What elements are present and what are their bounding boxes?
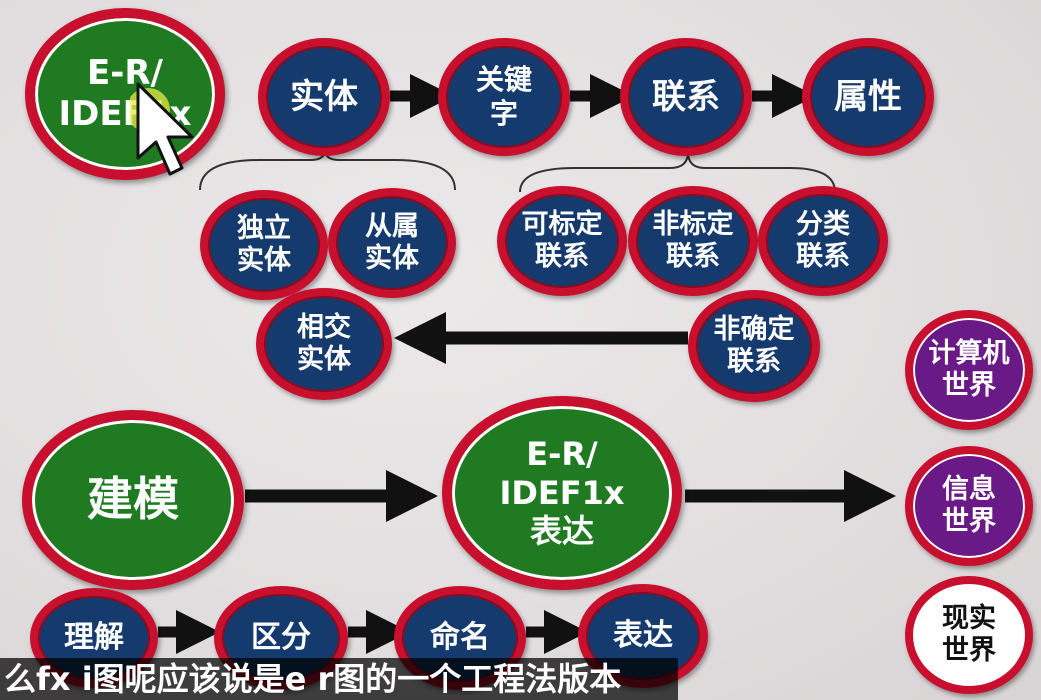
- video-subtitle: 么fx i图呢应该说是e r图的一个工程法版本: [0, 658, 678, 700]
- independent-entity-node: 独立 实体: [200, 190, 328, 300]
- reality-world-node: 现实 世界: [905, 576, 1033, 694]
- dependent-entity-label: 从属 实体: [365, 210, 419, 274]
- dependent-entity-node: 从属 实体: [328, 188, 456, 298]
- intersection-entity-node: 相交 实体: [256, 288, 392, 400]
- information-world-node: 信息 世界: [905, 446, 1033, 566]
- key-label: 关键 字: [475, 63, 532, 130]
- non-identifying-relation-label: 非标定 联系: [652, 208, 734, 272]
- relation-node: 联系: [620, 38, 752, 156]
- independent-entity-label: 独立 实体: [237, 212, 291, 276]
- non-specific-relation-node: 非确定 联系: [688, 290, 820, 402]
- mouse-cursor-icon: [126, 80, 200, 184]
- non-specific-relation-label: 非确定 联系: [713, 313, 795, 377]
- attribute-node: 属性: [802, 38, 934, 156]
- understand-label: 理解: [64, 620, 124, 655]
- categorization-relation-node: 分类 联系: [758, 186, 888, 296]
- modeling-node: 建模: [22, 410, 244, 590]
- reality-world-label: 现实 世界: [942, 602, 996, 666]
- attribute-label: 属性: [834, 76, 902, 117]
- distinguish-label: 区分: [251, 620, 311, 655]
- naming-label: 命名: [430, 620, 490, 655]
- express-label: 表达: [613, 618, 673, 653]
- modeling-label: 建模: [87, 472, 179, 527]
- er-expression-node: E-R/ IDEF1x 表达: [442, 396, 682, 590]
- entity-node: 实体: [258, 38, 390, 156]
- er-idef1x-node: E-R/ IDEF1x: [25, 8, 225, 180]
- entity-brace: [199, 149, 456, 191]
- identifying-relation-label: 可标定 联系: [521, 208, 603, 272]
- intersection-entity-label: 相交 实体: [297, 311, 351, 375]
- entity-label: 实体: [290, 76, 358, 117]
- relation-label: 联系: [652, 76, 720, 117]
- computer-world-node: 计算机 世界: [905, 310, 1033, 430]
- identifying-relation-node: 可标定 联系: [497, 186, 627, 296]
- categorization-relation-label: 分类 联系: [796, 208, 850, 272]
- computer-world-label: 计算机 世界: [928, 337, 1010, 401]
- information-world-label: 信息 世界: [942, 473, 996, 537]
- non-identifying-relation-node: 非标定 联系: [628, 186, 758, 296]
- key-node: 关键 字: [438, 38, 570, 156]
- er-expression-label: E-R/ IDEF1x 表达: [499, 435, 625, 551]
